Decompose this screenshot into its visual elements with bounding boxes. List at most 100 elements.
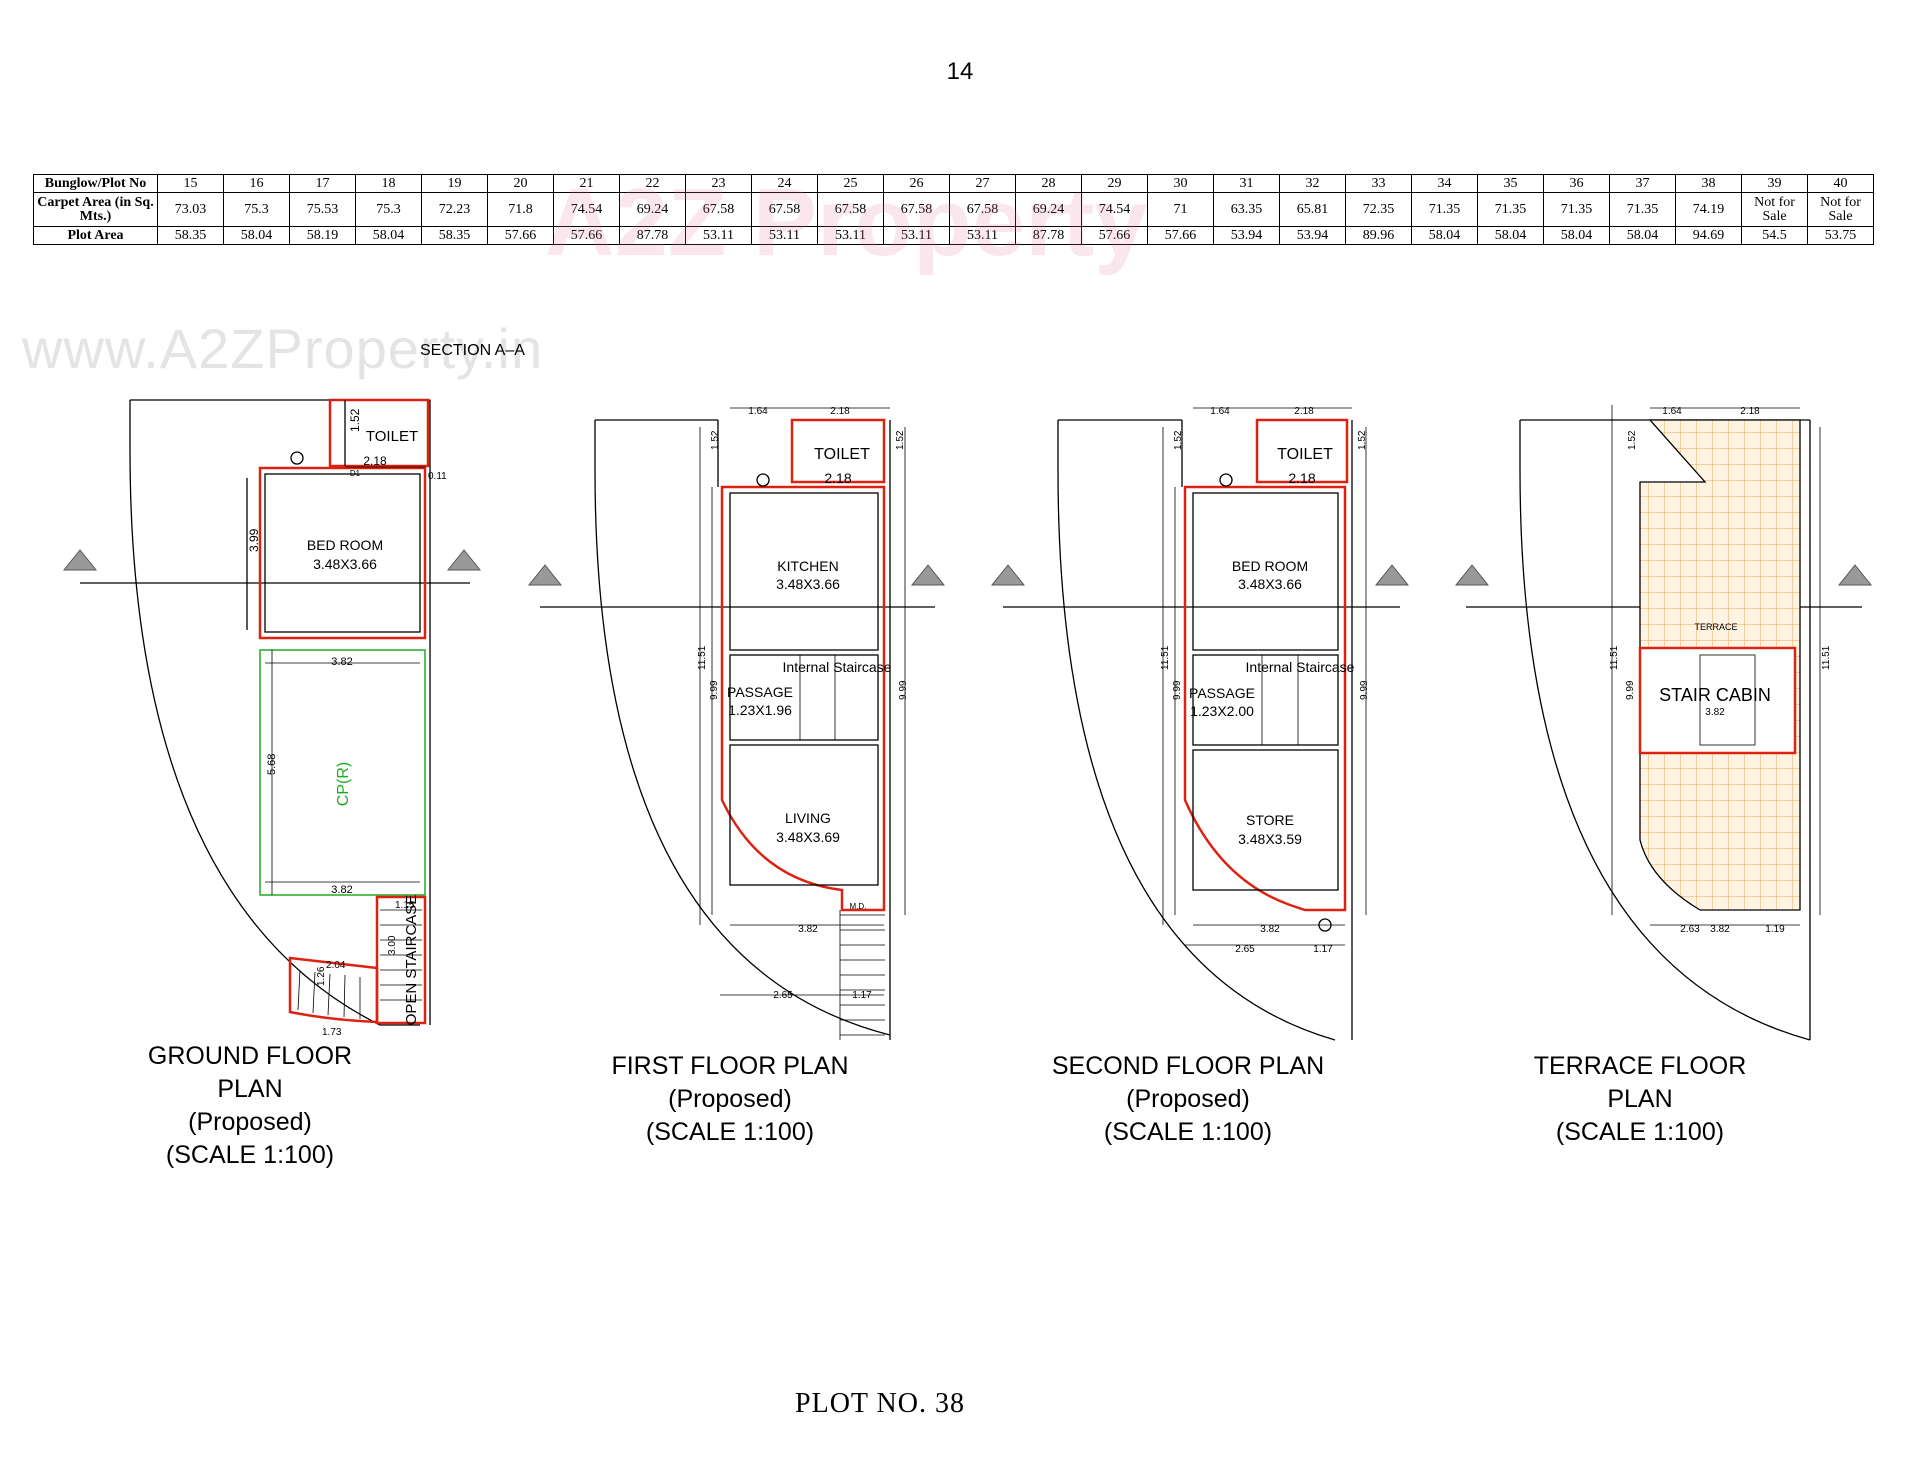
table-cell: 53.94	[1279, 226, 1346, 245]
table-cell: 34	[1411, 174, 1478, 193]
table-cell: 53.75	[1807, 226, 1874, 245]
table-cell: 53.11	[817, 226, 884, 245]
plan-subtitle: (Proposed)	[668, 1085, 792, 1113]
table-cell: Not for Sale	[1807, 192, 1874, 227]
table-cell: 57.66	[1147, 226, 1214, 245]
table-cell: 53.11	[685, 226, 752, 245]
table-cell: 20	[487, 174, 554, 193]
dim: 3.82	[798, 924, 818, 935]
table-cell: 33	[1345, 174, 1412, 193]
table-cell: 58.04	[355, 226, 422, 245]
table-cell: 67.58	[883, 192, 950, 227]
table-cell: 71.35	[1477, 192, 1544, 227]
stair-cabin-label: STAIR CABIN	[1659, 685, 1771, 705]
table-cell: 39	[1741, 174, 1808, 193]
dim: 2.65	[773, 990, 793, 1001]
table-cell: 75.53	[289, 192, 356, 227]
bedroom-label: BED ROOM	[1232, 558, 1308, 574]
table-cell: 57.66	[487, 226, 554, 245]
dim: 1.52	[895, 430, 906, 450]
dim: 9.99	[898, 680, 909, 700]
dim: 1.17	[1313, 944, 1333, 955]
dim: 11.51	[1609, 645, 1620, 670]
dim: 1.52	[1357, 430, 1368, 450]
living-size: 3.48X3.69	[776, 829, 840, 845]
terrace-floor-plan	[1519, 405, 1821, 1041]
dim: 2.18	[1294, 406, 1314, 417]
table-cell: 40	[1807, 174, 1874, 193]
ground-floor-labels: TOILET BED ROOM 3.48X3.66 CP(R) OPEN STA…	[247, 408, 447, 1038]
kitchen-label: KITCHEN	[777, 558, 838, 574]
table-cell: 58.04	[1411, 226, 1478, 245]
dim: 1.15	[395, 900, 415, 911]
table-cell: 73.03	[157, 192, 224, 227]
table-cell: 67.58	[949, 192, 1016, 227]
plan-subtitle: (Proposed)	[1126, 1085, 1250, 1113]
dim: 1.26	[316, 966, 327, 986]
row-header: Plot Area	[33, 226, 158, 245]
dim: 2.18	[1288, 470, 1315, 486]
dim: 1.64	[1662, 406, 1682, 417]
table-cell: 71.35	[1609, 192, 1676, 227]
table-cell: 53.11	[949, 226, 1016, 245]
row-header: Carpet Area (in Sq. Mts.)	[33, 192, 158, 227]
table-cell: 69.24	[619, 192, 686, 227]
first-floor-caption: FIRST FLOOR PLAN (Proposed) (SCALE 1:100…	[600, 1050, 860, 1149]
living-label: LIVING	[785, 810, 831, 826]
table-cell: 25	[817, 174, 884, 193]
plan-title: SECOND FLOOR PLAN	[1051, 1052, 1325, 1080]
dim: 5.68	[266, 754, 278, 775]
table-cell: 71.8	[487, 192, 554, 227]
section-markers	[62, 549, 1873, 586]
dim: 2.18	[1740, 406, 1760, 417]
plan-scale: (SCALE 1:100)	[1555, 1118, 1725, 1146]
dim: 2.18	[363, 454, 387, 468]
dim: 3.82	[331, 656, 352, 668]
dim: 11.51	[1821, 645, 1832, 670]
dim: 1.64	[1210, 406, 1230, 417]
table-cell: 72.35	[1345, 192, 1412, 227]
section-label: SECTION A–A	[420, 342, 525, 359]
table-cell: 58.35	[421, 226, 488, 245]
plan-title: FIRST FLOOR PLAN	[611, 1052, 849, 1080]
first-floor-plan	[594, 407, 906, 1040]
dim: 11.51	[1160, 645, 1171, 670]
plan-scale: (SCALE 1:100)	[1103, 1118, 1273, 1146]
dim: 1.19	[1765, 924, 1785, 935]
passage-size: 1.23X1.96	[728, 702, 792, 718]
plot-number-footer: PLOT NO. 38	[795, 1388, 965, 1419]
door-label: D1	[350, 469, 361, 478]
store-size: 3.48X3.59	[1238, 831, 1302, 847]
terrace-floor-caption: TERRACE FLOOR PLAN (SCALE 1:100)	[1500, 1050, 1780, 1149]
brand-watermark: A2Z Property	[545, 169, 1148, 276]
table-cell: 57.66	[1081, 226, 1148, 245]
dim: 0.11	[428, 471, 447, 482]
staircase-label: Internal Staircase	[1246, 659, 1355, 675]
passage-size: 1.23X2.00	[1190, 703, 1254, 719]
terrace-labels: TERRACE STAIR CABIN 1.64 2.18 1.52 11.51…	[1609, 406, 1832, 935]
dim: 2.18	[830, 406, 850, 417]
site-watermark: www.A2ZProperty.in	[22, 317, 544, 380]
dim: 1.52	[1173, 430, 1184, 450]
dim: 1.64	[748, 406, 768, 417]
parking-label: CP(R)	[335, 762, 352, 806]
ground-floor-caption: GROUND FLOOR PLAN (Proposed) (SCALE 1:10…	[120, 1040, 380, 1172]
table-cell: 58.04	[1609, 226, 1676, 245]
table-cell: 87.78	[619, 226, 686, 245]
toilet-label: TOILET	[1277, 446, 1333, 463]
plan-subtitle: (Proposed)	[188, 1108, 312, 1136]
dim: 3.82	[1705, 707, 1725, 718]
table-cell: 74.54	[553, 192, 620, 227]
open-staircase-label: OPEN STAIRCASE	[403, 895, 420, 1026]
plan-scale: (SCALE 1:100)	[165, 1141, 335, 1169]
table-cell: 58.04	[223, 226, 290, 245]
ground-floor-plan	[129, 398, 431, 1026]
table-cell: 89.96	[1345, 226, 1412, 245]
table-cell: 57.66	[553, 226, 620, 245]
table-cell: 94.69	[1675, 226, 1742, 245]
bedroom-size: 3.48X3.66	[313, 556, 377, 572]
dim: 3.82	[331, 884, 352, 896]
dim: 3.82	[1710, 924, 1730, 935]
